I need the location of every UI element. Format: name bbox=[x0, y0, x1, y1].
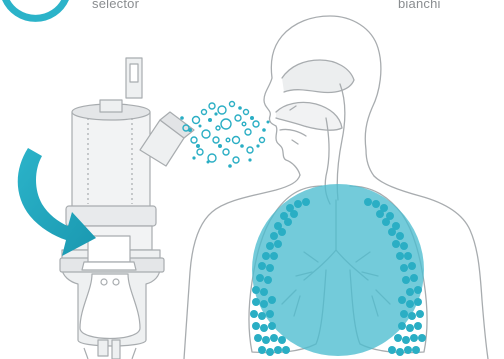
lung-deposition-circle bbox=[252, 184, 424, 356]
selector-label: selector bbox=[92, 0, 139, 11]
aerosol-particles bbox=[183, 102, 265, 164]
bianchi-label: bianchi bbox=[398, 0, 441, 11]
selector-ring-icon bbox=[5, 0, 66, 18]
nebulizer-device bbox=[60, 58, 194, 359]
